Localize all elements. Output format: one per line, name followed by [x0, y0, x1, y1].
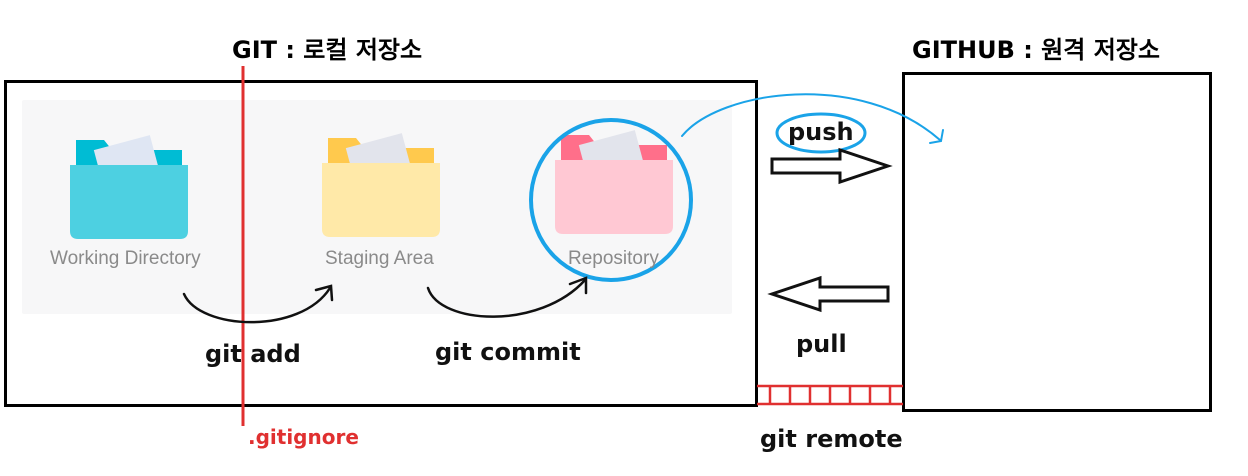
repository-label: Repository — [568, 248, 659, 269]
remote-repo-box — [902, 72, 1212, 412]
git-remote-label: git remote — [760, 425, 903, 453]
git-remote-connector — [757, 384, 903, 406]
repository-highlight-circle — [529, 118, 693, 282]
git-commit-arrow — [426, 276, 588, 318]
push-arrow — [770, 147, 893, 185]
git-add-arrow — [182, 284, 334, 324]
pull-arrow — [767, 275, 890, 313]
remote-repo-title: GITHUB : 원격 저장소 — [912, 36, 1160, 64]
staging-area-folder-icon — [322, 133, 440, 237]
git-commit-label: git commit — [435, 338, 581, 366]
git-add-label: git add — [205, 340, 301, 368]
staging-area-label: Staging Area — [325, 248, 434, 269]
working-directory-folder-icon — [70, 135, 188, 239]
push-label: push — [788, 118, 854, 146]
local-repo-box — [4, 80, 758, 407]
gitignore-label: .gitignore — [248, 425, 359, 449]
local-repo-title: GIT : 로컬 저장소 — [232, 36, 423, 64]
push-link-curve — [681, 93, 944, 144]
pull-label: pull — [796, 330, 847, 358]
repository-folder-icon — [555, 130, 673, 234]
push-highlight-oval — [775, 112, 867, 154]
working-directory-label: Working Directory — [50, 248, 201, 269]
